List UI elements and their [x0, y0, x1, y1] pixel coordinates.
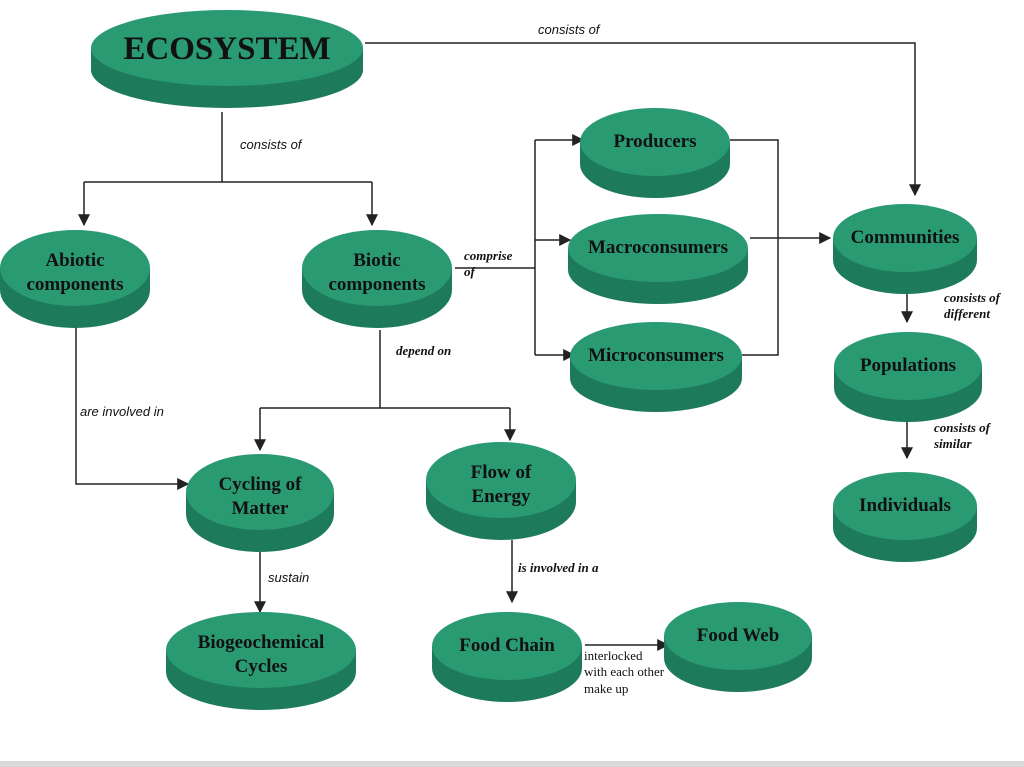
node-individuals: [833, 472, 977, 562]
node-macroconsumers-top: [568, 214, 748, 282]
node-biotic-top: [302, 230, 452, 306]
node-communities-top: [833, 204, 977, 272]
node-foodweb-top: [664, 602, 812, 670]
node-foodchain-top: [432, 612, 582, 680]
edge-label-comprise: comprise of: [464, 248, 513, 280]
nodes: [0, 10, 982, 710]
node-ecosystem: [91, 10, 363, 108]
node-flow: [426, 442, 576, 540]
bottom-strip: [0, 761, 1024, 767]
edge-label-depend: depend on: [396, 343, 452, 358]
node-foodweb: [664, 602, 812, 692]
node-populations: [834, 332, 982, 422]
edge-label-pop-consists: consists of similar: [934, 420, 990, 452]
edge-producers-out: [730, 139, 779, 356]
node-foodchain: [432, 612, 582, 702]
node-cycling-top: [186, 454, 334, 530]
node-producers: [580, 108, 730, 198]
edge-label-involved-a: is involved in a: [518, 560, 599, 575]
node-microconsumers: [570, 322, 742, 412]
node-communities: [833, 204, 977, 294]
node-populations-top: [834, 332, 982, 400]
edge-label-eco-consists: consists of: [240, 137, 302, 152]
edge-depend-split: [260, 407, 510, 450]
node-individuals-top: [833, 472, 977, 540]
connectors: [75, 42, 921, 651]
edge-ecosystem-communities: [365, 42, 921, 197]
node-abiotic: [0, 230, 150, 328]
node-cycling: [186, 454, 334, 552]
edge-label-sustain: sustain: [268, 570, 310, 585]
node-biogeo: [166, 612, 356, 710]
node-ecosystem-top: [91, 10, 363, 86]
node-biotic: [302, 230, 452, 328]
edge-split-abiotic: [84, 181, 372, 225]
node-producers-top: [580, 108, 730, 176]
edge-label-comm-consists: consists of different: [944, 290, 1000, 322]
edge-label-interlocked: interlocked with each other make up: [584, 648, 665, 696]
edge-abiotic-cycling: [75, 328, 190, 490]
edge-label-eco-consists-top: consists of: [538, 22, 600, 37]
node-biogeo-top: [166, 612, 356, 688]
node-abiotic-top: [0, 230, 150, 306]
node-microconsumers-top: [570, 322, 742, 390]
edge-label-involved-in: are involved in: [80, 404, 164, 419]
node-flow-top: [426, 442, 576, 518]
node-macroconsumers: [568, 214, 748, 304]
